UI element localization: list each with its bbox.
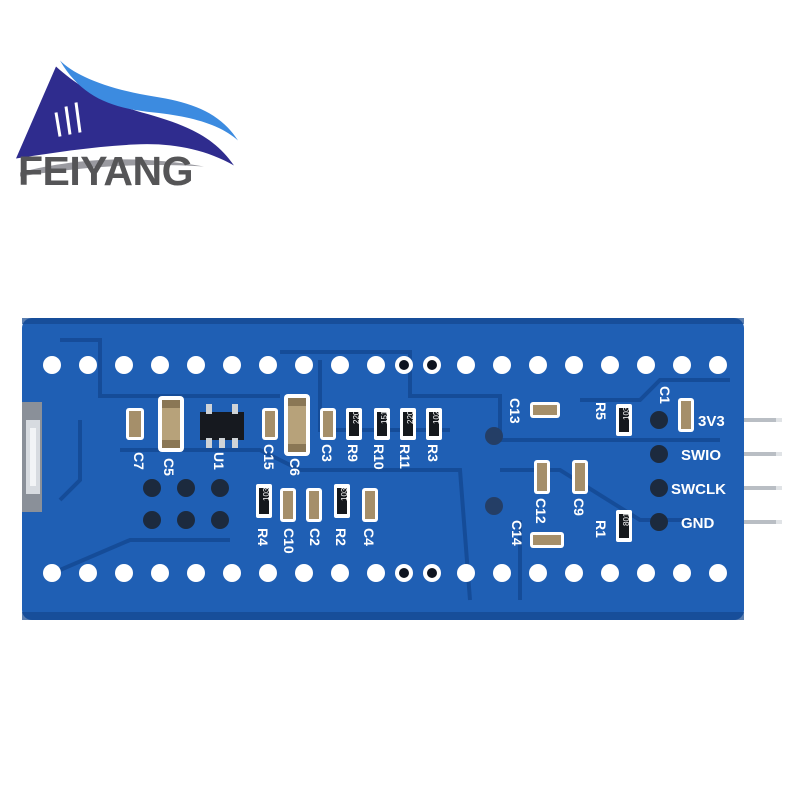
feiyang-logo-icon <box>16 60 238 177</box>
smd-capacitors <box>126 398 694 548</box>
label-swclk: SWCLK <box>671 481 726 498</box>
label-c4: C4 <box>361 528 377 546</box>
capacitor-c6 <box>284 394 310 456</box>
label-c2: C2 <box>307 528 323 546</box>
capacitor-c4 <box>362 488 378 522</box>
label-c13: C13 <box>507 398 523 424</box>
label-r3: R3 <box>425 444 441 462</box>
boot-jumper-pins <box>143 479 229 529</box>
svg-text:801: 801 <box>622 512 631 526</box>
swd-header-pads <box>650 411 668 531</box>
label-r1: R1 <box>593 520 609 538</box>
label-c15: C15 <box>261 444 277 470</box>
label-c3: C3 <box>319 444 335 462</box>
swd-header-pins <box>744 418 782 524</box>
label-swio: SWIO <box>681 447 721 464</box>
capacitor-c9 <box>572 460 588 494</box>
logo-white-stripes <box>54 102 82 137</box>
label-r9: R9 <box>345 444 361 462</box>
svg-text:103: 103 <box>340 487 349 501</box>
label-c6: C6 <box>287 458 303 476</box>
resistor-r10 <box>374 408 390 440</box>
logo-sky-swoosh <box>60 60 238 141</box>
capacitor-c12 <box>534 460 550 494</box>
capacitor-c3 <box>320 408 336 440</box>
label-r11: R11 <box>397 444 413 469</box>
capacitor-c2 <box>306 488 322 522</box>
label-r10: R10 <box>371 444 387 470</box>
label-gnd: GND <box>681 515 715 532</box>
capacitor-c13 <box>530 402 560 418</box>
label-c12: C12 <box>533 498 549 524</box>
svg-text:220: 220 <box>352 410 361 424</box>
label-r4: R4 <box>255 528 271 546</box>
label-r5: R5 <box>593 402 609 420</box>
svg-text:220: 220 <box>406 410 415 424</box>
capacitor-c7 <box>126 408 144 440</box>
capacitor-c1 <box>678 398 694 432</box>
micro-usb-connector <box>22 402 42 512</box>
silkscreen-labels: C7 C5 U1 C15 C6 C3 R9 R10 R11 R3 C13 R5 … <box>131 386 673 554</box>
resistor-r1 <box>616 510 632 542</box>
resistor-r3 <box>426 408 442 440</box>
label-c5: C5 <box>161 458 177 476</box>
brand-name: FEIYANG <box>18 148 193 194</box>
vias <box>485 427 503 515</box>
resistor-r9 <box>346 408 362 440</box>
regulator-u1 <box>200 404 244 448</box>
swd-labels: 3V3 SWIO SWCLK GND <box>671 413 726 532</box>
svg-text:102: 102 <box>432 410 441 424</box>
logo-gray-swoosh <box>20 159 204 177</box>
smd-resistors <box>256 404 632 542</box>
capacitor-c10 <box>280 488 296 522</box>
capacitor-c15 <box>262 408 278 440</box>
label-u1: U1 <box>211 452 227 470</box>
svg-text:103: 103 <box>262 487 271 501</box>
resistor-r11 <box>400 408 416 440</box>
top-pin-row <box>43 356 727 374</box>
svg-text:103: 103 <box>622 406 631 420</box>
capacitor-c5 <box>158 396 184 452</box>
label-c7: C7 <box>131 452 147 470</box>
label-c14: C14 <box>509 520 525 546</box>
resistor-r2 <box>334 484 350 518</box>
label-r2: R2 <box>333 528 349 546</box>
capacitor-c14 <box>530 532 564 548</box>
logo-navy-swoosh <box>16 66 234 166</box>
label-c10: C10 <box>281 528 297 554</box>
pcb-traces <box>58 338 730 601</box>
resistor-r4 <box>256 484 272 518</box>
resistor-r5 <box>616 404 632 436</box>
label-c1: C1 <box>657 386 673 404</box>
label-3v3: 3V3 <box>698 413 725 430</box>
resistor-markings: 220 151 220 102 103 801 103 103 <box>262 406 631 526</box>
label-c9: C9 <box>571 498 587 516</box>
svg-text:151: 151 <box>380 410 389 424</box>
bottom-pin-row <box>43 564 727 582</box>
